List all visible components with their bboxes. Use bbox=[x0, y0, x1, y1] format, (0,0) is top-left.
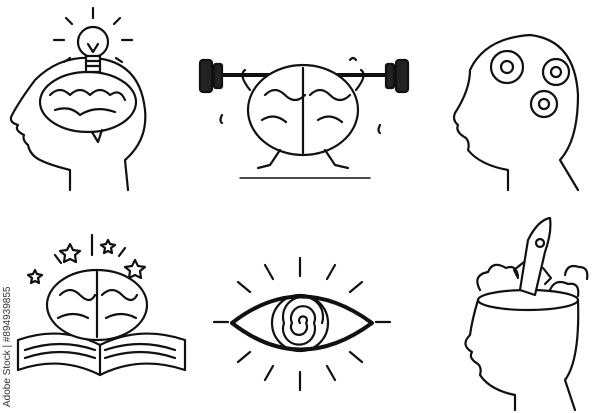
book-brain-icon bbox=[16, 233, 187, 377]
head-rocket-icon bbox=[464, 216, 589, 412]
head-gears-icon bbox=[452, 33, 580, 192]
head-lightbulb-icon bbox=[9, 6, 147, 192]
spiral-eye-icon bbox=[212, 256, 392, 392]
watermark-text: Adobe Stock | #894939855 bbox=[2, 286, 13, 407]
brain-barbell-icon bbox=[198, 56, 410, 179]
